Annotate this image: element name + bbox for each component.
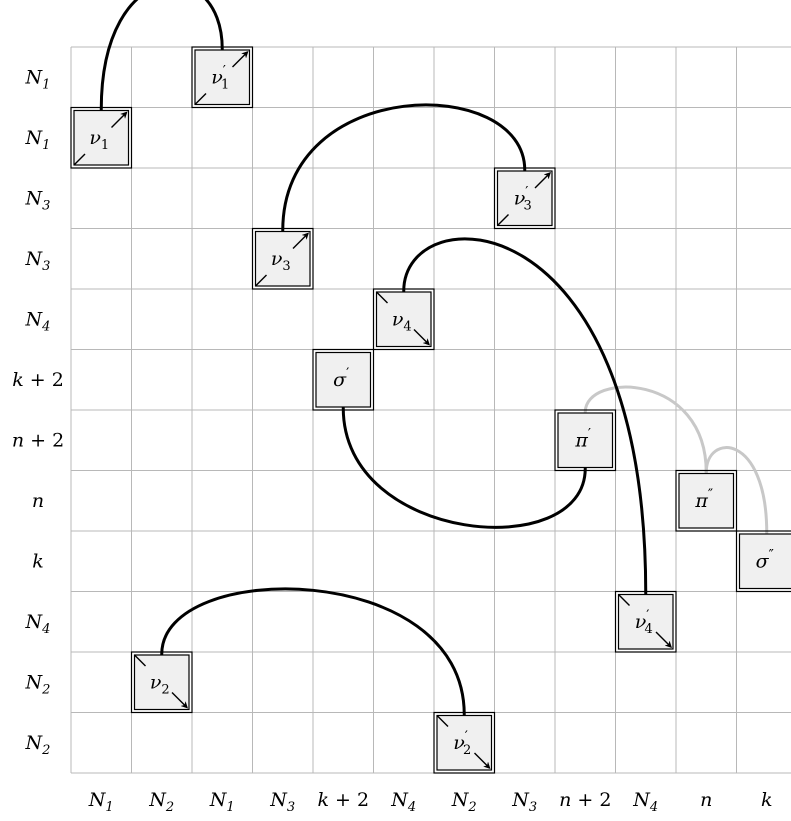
corner-tick [73,153,86,166]
arrow-ne-icon [232,51,249,68]
column-label: N1 [209,789,235,815]
column-label: k + 2 [317,789,369,811]
node-box-nu1: ν1 [70,106,133,169]
column-label: N2 [148,789,174,815]
node-box-fill [315,351,372,408]
corner-tick [497,214,509,226]
row-label: N1 [25,66,51,92]
arc-sigp-pip [341,406,587,529]
node-box-nu4: ν4 [372,288,435,351]
column-labels: N1 N2 N1 N3 k + 2 N4 N2 N3 n + 2 N4 n k [88,789,773,815]
node-box-sigp: σ′ [312,348,375,411]
node-box-pipp: π″ [675,469,738,532]
row-label: N2 [25,732,51,758]
node-label: σ′ [333,366,349,391]
column-label: N1 [88,789,114,815]
row-label: N1 [25,127,51,153]
arcs-front [99,0,648,716]
node-box-border [735,530,791,593]
row-label: k [32,550,44,572]
node-box-border [675,469,738,532]
node-box-sigpp: σ″ [735,530,791,593]
node-box-fill [738,533,791,590]
row-label: N3 [25,248,51,274]
corner-tick [618,594,630,606]
node-box-nu3p: ν′3 [493,167,556,230]
node-box-nu3: ν3 [251,227,314,290]
corner-tick [255,274,267,287]
arrow-se-icon [655,631,672,648]
corner-tick [194,93,207,105]
boxes: ν1 ν′1 ν3 ν′3 ν4 σ′ π′ π″ σ″ ν′4 ν2 ν′2 [70,46,791,774]
column-label: N3 [511,789,537,815]
corner-tick [134,654,146,667]
node-label: ν′1 [211,63,229,92]
row-label: N3 [25,187,51,213]
row-label: N2 [25,671,51,697]
node-label: ν′3 [514,184,532,213]
arcs [583,385,769,535]
arrow-se-icon [413,329,430,346]
node-box-nu4p: ν′4 [614,590,677,653]
row-label: N4 [25,611,51,637]
column-label: n + 2 [559,789,611,811]
arrow-se-icon [171,692,188,709]
row-label: N4 [25,308,51,334]
arc-nu4-nu4p [402,237,648,595]
node-label: π′ [574,426,591,451]
node-label: ν′2 [453,729,471,758]
node-box-fill [557,412,614,469]
arc-pipp-sigpp [704,446,769,535]
arrow-ne-icon [292,232,309,249]
node-label: ν4 [392,308,412,334]
row-label: n + 2 [12,429,64,451]
corner-tick [436,715,449,727]
node-label: ν3 [271,248,291,274]
node-label: ν1 [89,127,109,153]
node-label: σ″ [756,547,774,572]
node-label: ν2 [150,671,170,697]
column-label: N3 [269,789,295,815]
arc-nu2-nu2p [160,587,466,716]
arrow-ne-icon [111,111,128,128]
column-label: N4 [632,789,658,815]
node-box-nu2: ν2 [130,651,193,714]
arc-nu1-nu1p [99,0,224,111]
arrow-ne-icon [534,172,551,189]
arc-pip-pipp [583,385,708,474]
node-box-nu1p: ν′1 [191,46,254,109]
arrow-se-icon [474,752,491,769]
corner-tick [376,291,388,304]
column-label: N4 [390,789,416,815]
node-box-pip: π′ [554,409,617,472]
node-box-nu2p: ν′2 [433,711,496,774]
node-box-fill [678,472,735,529]
arc-nu3-nu3p [281,103,527,232]
column-label: k [761,789,773,811]
column-label: N2 [451,789,477,815]
node-label: ν′4 [635,608,653,637]
row-label: k + 2 [12,369,64,391]
node-label: π″ [694,487,713,512]
row-label: n [32,490,44,512]
column-label: n [700,789,712,811]
